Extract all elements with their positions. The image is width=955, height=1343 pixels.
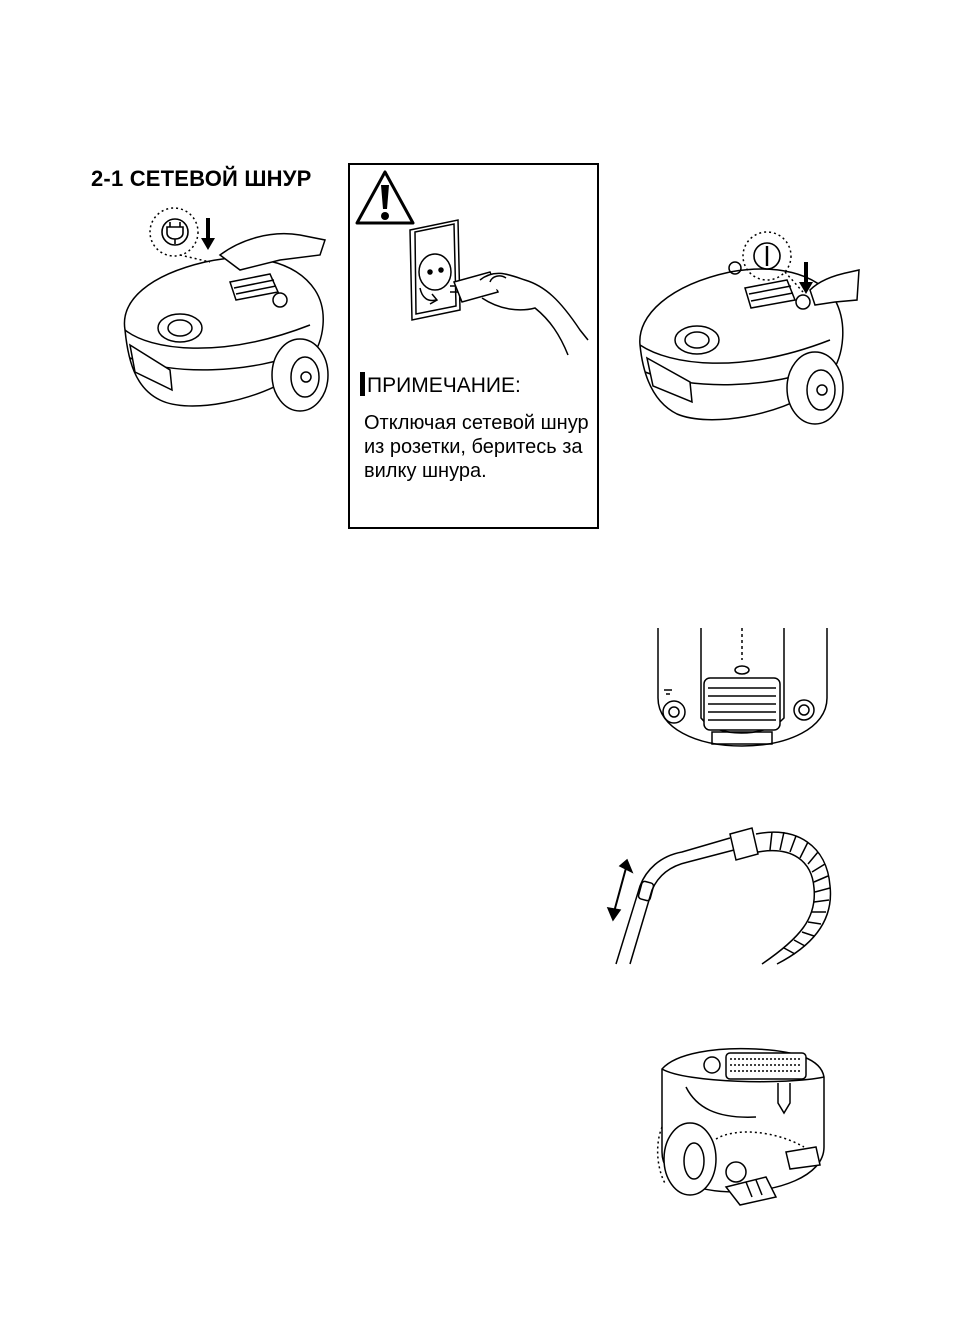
note-box: ПРИМЕЧАНИЕ: Отключая сетевой шнур из роз…: [348, 163, 599, 529]
press-down-arrow-icon: [798, 262, 814, 294]
vacuum-top-view-illustration: [656, 628, 829, 750]
note-title-text: ПРИМЕЧАНИЕ:: [367, 374, 521, 397]
press-down-arrow-icon: [200, 218, 216, 250]
telescopic-tube-illustration: [612, 826, 842, 966]
note-text: Отключая сетевой шнур из розетки, берите…: [364, 411, 594, 483]
note-title: ПРИМЕЧАНИЕ:: [360, 372, 521, 398]
plug-rewind-icon: [159, 216, 191, 248]
unplug-illustration: [410, 220, 590, 365]
note-title-bar: [360, 372, 365, 396]
section-title: 2-1 СЕТЕВОЙ ШНУР: [91, 166, 312, 192]
vacuum-rear-illustration: [656, 1047, 836, 1207]
power-icon: [751, 240, 783, 272]
warning-icon: [354, 169, 416, 227]
vacuum-cord-rewind-illustration: [110, 200, 335, 432]
vacuum-power-illustration: [635, 230, 860, 442]
